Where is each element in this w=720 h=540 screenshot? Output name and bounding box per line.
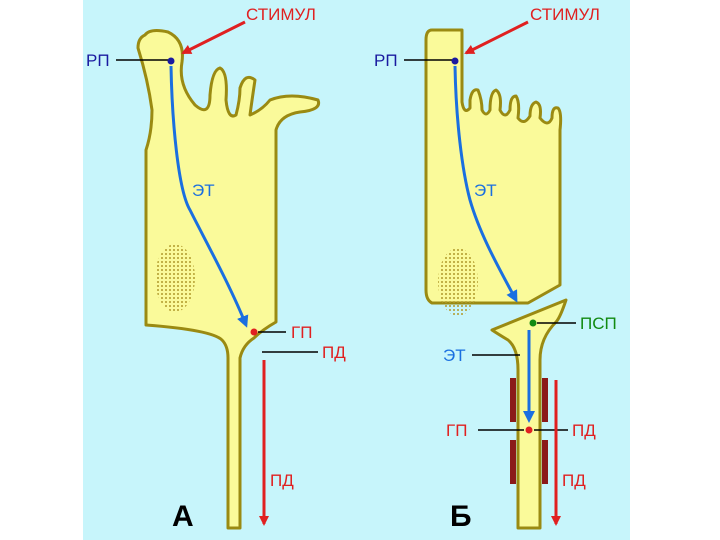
pd-label-a-top: ПД (322, 343, 346, 362)
et-label-a: ЭТ (192, 181, 215, 200)
myelin-segment (542, 440, 548, 484)
myelin-segment (542, 378, 548, 422)
stimulus-arrow-a (183, 22, 245, 53)
psp-label-b: ПСП (580, 314, 617, 333)
psp-site-b (530, 320, 537, 327)
stimulus-arrow-b (466, 22, 528, 53)
panel-b: СТИМУЛ РП ЭТ ПСП ЭТ ГП ПД ПД Б (374, 5, 617, 533)
rp-label-a: РП (86, 51, 110, 70)
pd-label-b-bottom: ПД (562, 471, 586, 490)
nucleus-b (438, 248, 478, 316)
rp-site-a (168, 58, 175, 65)
stimulus-label-b: СТИМУЛ (530, 5, 600, 24)
rp-site-b (452, 58, 459, 65)
stimulus-label-a: СТИМУЛ (246, 5, 316, 24)
gp-site-b (526, 427, 533, 434)
pd-label-b-top: ПД (572, 421, 596, 440)
et-label-b-top: ЭТ (474, 181, 497, 200)
myelin-segment (510, 440, 516, 484)
rp-label-b: РП (374, 51, 398, 70)
panel-letter-b: Б (450, 500, 472, 533)
et-label-b-bottom: ЭТ (443, 346, 466, 365)
myelin-segment (510, 378, 516, 422)
nucleus-a (155, 244, 195, 312)
gp-label-a: ГП (291, 323, 312, 342)
panel-a: СТИМУЛ РП ЭТ ГП ПД ПД А (86, 5, 346, 533)
gp-label-b: ГП (446, 421, 467, 440)
panel-letter-a: А (172, 500, 194, 533)
pd-label-a-bottom: ПД (270, 471, 294, 490)
gp-site-a (251, 329, 258, 336)
